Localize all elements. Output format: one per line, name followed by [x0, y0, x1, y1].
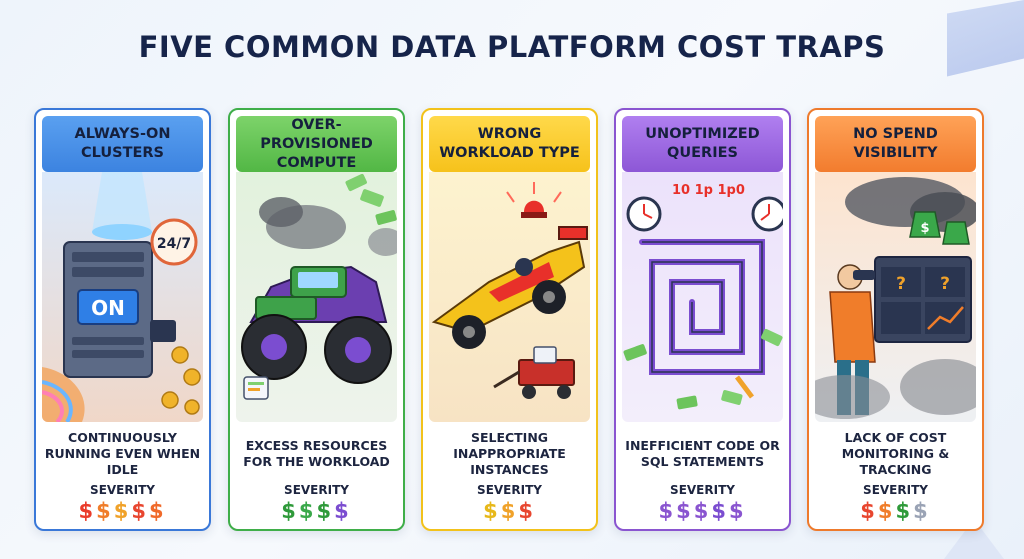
severity-dollar-icon: $	[148, 499, 167, 523]
severity-dollar-icon: $	[693, 499, 712, 523]
severity-dollar-icon: $	[658, 499, 677, 523]
severity-dollar-icon: $	[895, 499, 914, 523]
card-no-spend-visibility: NO SPEND VISIBILITY $ ? ? LACK OF COST M…	[807, 108, 984, 531]
severity-dollar-icon: $	[518, 499, 536, 523]
severity-label: SEVERITY	[90, 483, 155, 497]
card-wrong-workload-type: WRONG WORKLOAD TYPE SELECTING INAPPROPRI…	[421, 108, 598, 531]
severity-dollar-icon: $	[860, 499, 878, 523]
card-heading: UNOPTIMIZED QUERIES	[622, 116, 783, 172]
illustration-server-always-on: ON 24/7	[42, 172, 203, 422]
severity-dollar-icon: $	[877, 499, 896, 523]
severity-rating: $$$$	[809, 499, 982, 523]
severity-dollar-icon: $	[500, 499, 519, 523]
severity-dollar-icon: $	[298, 499, 317, 523]
severity-dollar-icon: $	[281, 499, 299, 523]
severity-dollar-icon: $	[483, 499, 501, 523]
illustration-query-maze: 10 1p 1p0	[622, 172, 783, 422]
question-mark-label: ?	[896, 274, 906, 294]
severity-dollar-icon: $	[334, 499, 352, 523]
clock-24-7-label: 24/7	[157, 236, 191, 252]
severity-label: SEVERITY	[670, 483, 735, 497]
severity-label: SEVERITY	[863, 483, 928, 497]
card-always-on-clusters: ALWAYS-ON CLUSTERS ON 24/7 CONTINUOUSLY …	[34, 108, 211, 531]
severity-dollar-icon: $	[113, 499, 132, 523]
severity-rating: $$$$	[230, 499, 403, 523]
severity-rating: $$$	[423, 499, 596, 523]
illustration-race-car-wagon	[429, 172, 590, 422]
severity-dollar-icon: $	[676, 499, 694, 523]
card-description: INEFFICIENT CODE OR SQL STATEMENTS	[625, 438, 780, 469]
binoculars-person-icon: $ ? ?	[815, 177, 976, 419]
severity-rating: $$$$$	[616, 499, 789, 523]
severity-dollar-icon: $	[316, 499, 335, 523]
page-title: FIVE COMMON DATA PLATFORM COST TRAPS	[138, 30, 886, 64]
on-switch-label: ON	[91, 296, 125, 320]
severity-dollar-icon: $	[711, 499, 729, 523]
illustration-monster-truck	[236, 172, 397, 422]
card-heading: ALWAYS-ON CLUSTERS	[42, 116, 203, 172]
race-car-icon	[431, 182, 588, 399]
card-unoptimized-queries: UNOPTIMIZED QUERIES 10 1p 1p0 INEFFICIEN…	[614, 108, 791, 531]
illustration-foggy-dashboard: $ ? ?	[815, 172, 976, 422]
severity-rating: $$$$$	[36, 499, 209, 523]
monster-truck-icon	[241, 173, 397, 400]
severity-dollar-icon: $	[78, 499, 97, 523]
card-description: EXCESS RESOURCES FOR THE WORKLOAD	[243, 438, 390, 469]
card-heading: NO SPEND VISIBILITY	[815, 116, 976, 172]
maze-icon: 10 1p 1p0	[623, 183, 783, 410]
card-description: CONTINUOUSLY RUNNING EVEN WHEN IDLE	[44, 430, 201, 477]
card-over-provisioned-compute: OVER-PROVISIONED COMPUTE EXCESS RESOURCE…	[228, 108, 405, 531]
severity-label: SEVERITY	[477, 483, 542, 497]
severity-label: SEVERITY	[284, 483, 349, 497]
server-icon: ON 24/7	[42, 172, 201, 422]
card-description: SELECTING INAPPROPRIATE INSTANCES	[453, 430, 566, 477]
question-mark-label: ?	[940, 274, 950, 294]
code-snippet-label: 10 1p 1p0	[672, 183, 745, 198]
severity-dollar-icon: $	[728, 499, 747, 523]
severity-dollar-icon: $	[913, 499, 931, 523]
severity-dollar-icon: $	[131, 499, 149, 523]
card-description: LACK OF COST MONITORING & TRACKING	[841, 430, 950, 477]
card-heading: OVER-PROVISIONED COMPUTE	[236, 116, 397, 172]
severity-dollar-icon: $	[96, 499, 114, 523]
money-bag-label: $	[920, 221, 929, 236]
card-heading: WRONG WORKLOAD TYPE	[429, 116, 590, 172]
